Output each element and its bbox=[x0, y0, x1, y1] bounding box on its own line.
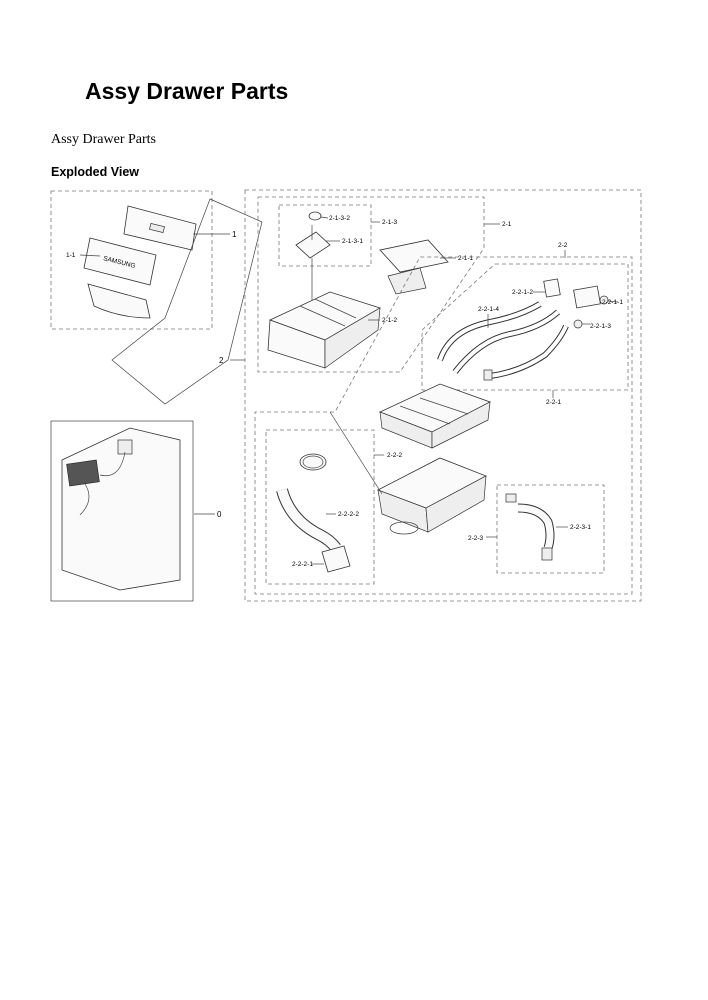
callout-2-1-3: 2-1-3 bbox=[382, 219, 398, 226]
callout-2-2-2-1: 2-2-2-1 bbox=[292, 561, 313, 568]
dispenser-tub-side bbox=[425, 475, 487, 533]
callout-2-2-2-2: 2-2-2-2 bbox=[338, 511, 359, 518]
drawer-cover-part bbox=[379, 239, 449, 273]
callout-2-2-3: 2-2-3 bbox=[468, 535, 484, 542]
hose-clamp-part bbox=[573, 319, 583, 329]
cabinet-valve bbox=[117, 439, 133, 455]
hose-ring-part bbox=[299, 453, 327, 471]
siphon-part bbox=[295, 231, 331, 259]
water-valve-b-part bbox=[573, 285, 601, 309]
decor-panel-part bbox=[83, 237, 157, 286]
page-subtitle: Assy Drawer Parts bbox=[51, 132, 156, 147]
page-title: Assy Drawer Parts bbox=[85, 78, 289, 104]
drawer-body-side bbox=[324, 307, 381, 369]
group-2-1-boundary bbox=[257, 196, 485, 373]
group-2-2-boundary bbox=[254, 256, 633, 595]
callout-2-2-1-4: 2-2-1-4 bbox=[478, 306, 499, 313]
group-2-2-1-boundary bbox=[421, 263, 629, 391]
callout-0: 0 bbox=[217, 510, 222, 519]
group-2-1-3-boundary bbox=[278, 204, 372, 267]
callout-2: 2 bbox=[219, 356, 224, 365]
siphon-cap-part bbox=[308, 211, 322, 221]
callout-2-1: 2-1 bbox=[502, 221, 512, 228]
callout-2-1-1: 2-1-1 bbox=[458, 255, 474, 262]
group-2-2-2-boundary bbox=[265, 429, 375, 585]
callout-2-2-1: 2-2-1 bbox=[546, 399, 562, 406]
group-0-boundary bbox=[50, 420, 194, 602]
callout-2-1-3-1: 2-1-3-1 bbox=[342, 238, 363, 245]
callout-1: 1 bbox=[232, 230, 237, 239]
callout-1-1: 1-1 bbox=[66, 252, 76, 259]
callout-2-1-3-2: 2-1-3-2 bbox=[329, 215, 350, 222]
group-2-boundary bbox=[244, 189, 642, 602]
hose-fitting-part bbox=[321, 545, 351, 573]
cabinet-dispenser bbox=[66, 459, 100, 487]
drawer-handle-part bbox=[87, 283, 151, 319]
callout-2-2-2: 2-2-2 bbox=[387, 452, 403, 459]
section-heading: Exploded View bbox=[51, 165, 139, 179]
callout-2-2-1-2: 2-2-1-2 bbox=[512, 289, 533, 296]
group-1-boundary bbox=[50, 190, 213, 330]
callout-2-1-2: 2-1-2 bbox=[382, 317, 398, 324]
callout-2-2: 2-2 bbox=[558, 242, 568, 249]
drawer-outline bbox=[111, 198, 263, 405]
drain-clamp-part bbox=[505, 493, 517, 503]
callout-2-2-1-3: 2-2-1-3 bbox=[590, 323, 611, 330]
panel-top-slot bbox=[149, 222, 165, 234]
dispenser-housing-side bbox=[431, 401, 491, 449]
callout-2-2-3-1: 2-2-3-1 bbox=[570, 524, 591, 531]
callout-2-2-1-1: 2-2-1-1 bbox=[602, 299, 623, 306]
group-2-2-3-boundary bbox=[496, 484, 605, 574]
water-valve-a-part bbox=[543, 278, 561, 298]
